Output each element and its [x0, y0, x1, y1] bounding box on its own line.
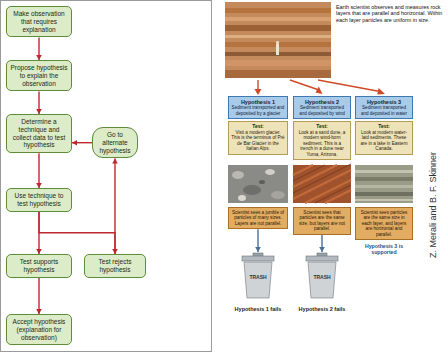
node-text: Test:	[358, 124, 410, 130]
connector-line	[38, 153, 39, 188]
trash-can: TRASH	[304, 252, 340, 300]
node-text: TRASH	[240, 274, 276, 280]
node-text: Use technique to test hypothesis	[10, 192, 68, 208]
connector	[319, 235, 325, 252]
dune-photo	[293, 164, 351, 203]
credit-caption: Z. Merali and B. F. Skinner	[428, 152, 438, 258]
connector	[255, 229, 261, 252]
node-text: Scientist sees particles are the same si…	[358, 210, 410, 237]
test-box: Test:Visit a modern glacier. This is the…	[228, 121, 288, 155]
connector-line	[38, 278, 39, 314]
connector	[36, 91, 42, 114]
result-note: Hypothesis 3 is supported	[355, 243, 413, 255]
connector	[36, 278, 42, 314]
trash-can-lid	[306, 256, 338, 261]
rock-photo	[225, 2, 331, 78]
test-box: Test:Look at modern water-laid sediments…	[355, 121, 413, 155]
node-body: Sediment transported and deposited by wi…	[296, 105, 348, 116]
node-text: Test:	[296, 124, 348, 130]
trash-can: TRASH	[240, 252, 276, 300]
hypothesis-box: Hypothesis 3Sediment transported and dep…	[355, 96, 413, 119]
connector	[39, 212, 118, 254]
process-box: Propose hypothesis to explain the observ…	[6, 60, 72, 91]
trash-can-body	[308, 262, 336, 298]
node-body: Sediment transported and deposited in wa…	[358, 105, 410, 116]
node-text: Go to alternate hypothesis	[96, 131, 134, 154]
panel-frame	[1, 1, 212, 352]
connector	[36, 153, 42, 188]
node-body: Look at a sand dune, a modern wind-born …	[296, 130, 348, 157]
hypothesis-box: Hypothesis 1Sediment transported and dep…	[228, 96, 288, 119]
node-body: Look at modern water-laid sediments. The…	[358, 130, 410, 152]
photo-arrows	[255, 80, 386, 95]
arrowhead	[319, 247, 325, 252]
test-box: Test:Look at a sand dune, a modern wind-…	[293, 121, 351, 160]
result-note: Hypothesis 2 fails	[291, 306, 353, 312]
process-box: Determine a technique and collect data t…	[6, 114, 72, 153]
result-box: Test supports hypothesis	[6, 254, 72, 278]
glacier-photo	[228, 165, 288, 203]
trash-can-body	[244, 262, 272, 298]
node-text: TRASH	[304, 274, 340, 280]
hypothesis-box: Hypothesis 2Sediment transported and dep…	[293, 96, 351, 119]
process-box: Make observation that requires explanati…	[6, 6, 72, 37]
lake-photo	[355, 165, 413, 203]
arrowhead	[255, 247, 261, 252]
process-box: Accept hypothesis (explanation for obser…	[6, 314, 72, 345]
node-text: Propose hypothesis to explain the observ…	[10, 64, 68, 87]
connector	[36, 37, 42, 60]
node-text: Test rejects hypothesis	[88, 258, 142, 274]
observation-note: Earth scientist observes and measures ro…	[336, 4, 444, 23]
node-text: Test:	[231, 124, 285, 130]
node-text: Accept hypothesis (explanation for obser…	[10, 318, 68, 341]
connector-line	[114, 158, 115, 254]
node-body: Sediment transported and deposited by a …	[231, 105, 285, 116]
node-body: Visit a modern glacier. This is the term…	[231, 130, 285, 152]
result-note: Hypothesis 1 fails	[226, 306, 290, 312]
outcome-box: Scientist sees particles are the same si…	[355, 207, 413, 240]
node-text: Hypothesis 1	[231, 99, 285, 105]
node-text: Scientist sees a jumble of particles of …	[231, 210, 285, 226]
connector	[72, 140, 92, 146]
node-text: Make observation that requires explanati…	[10, 10, 68, 33]
result-box: Test rejects hypothesis	[84, 254, 146, 278]
connector	[112, 158, 118, 254]
node-text: Scientist sees that particles are the sa…	[296, 210, 348, 232]
connector-line	[39, 212, 115, 254]
trash-can-lid	[242, 256, 274, 261]
node-text: Hypothesis 3	[358, 99, 410, 105]
outcome-box: Scientist sees that particles are the sa…	[293, 207, 351, 235]
node-text: Test supports hypothesis	[10, 258, 68, 274]
node-text: Determine a technique and collect data t…	[10, 118, 68, 149]
outcome-box: Scientist sees a jumble of particles of …	[228, 207, 288, 229]
arrowhead	[72, 140, 77, 146]
alternate-box: Go to alternate hypothesis	[92, 127, 138, 158]
node-text: Hypothesis 2	[296, 99, 348, 105]
arrowhead	[112, 158, 118, 163]
process-box: Use technique to test hypothesis	[6, 188, 72, 212]
